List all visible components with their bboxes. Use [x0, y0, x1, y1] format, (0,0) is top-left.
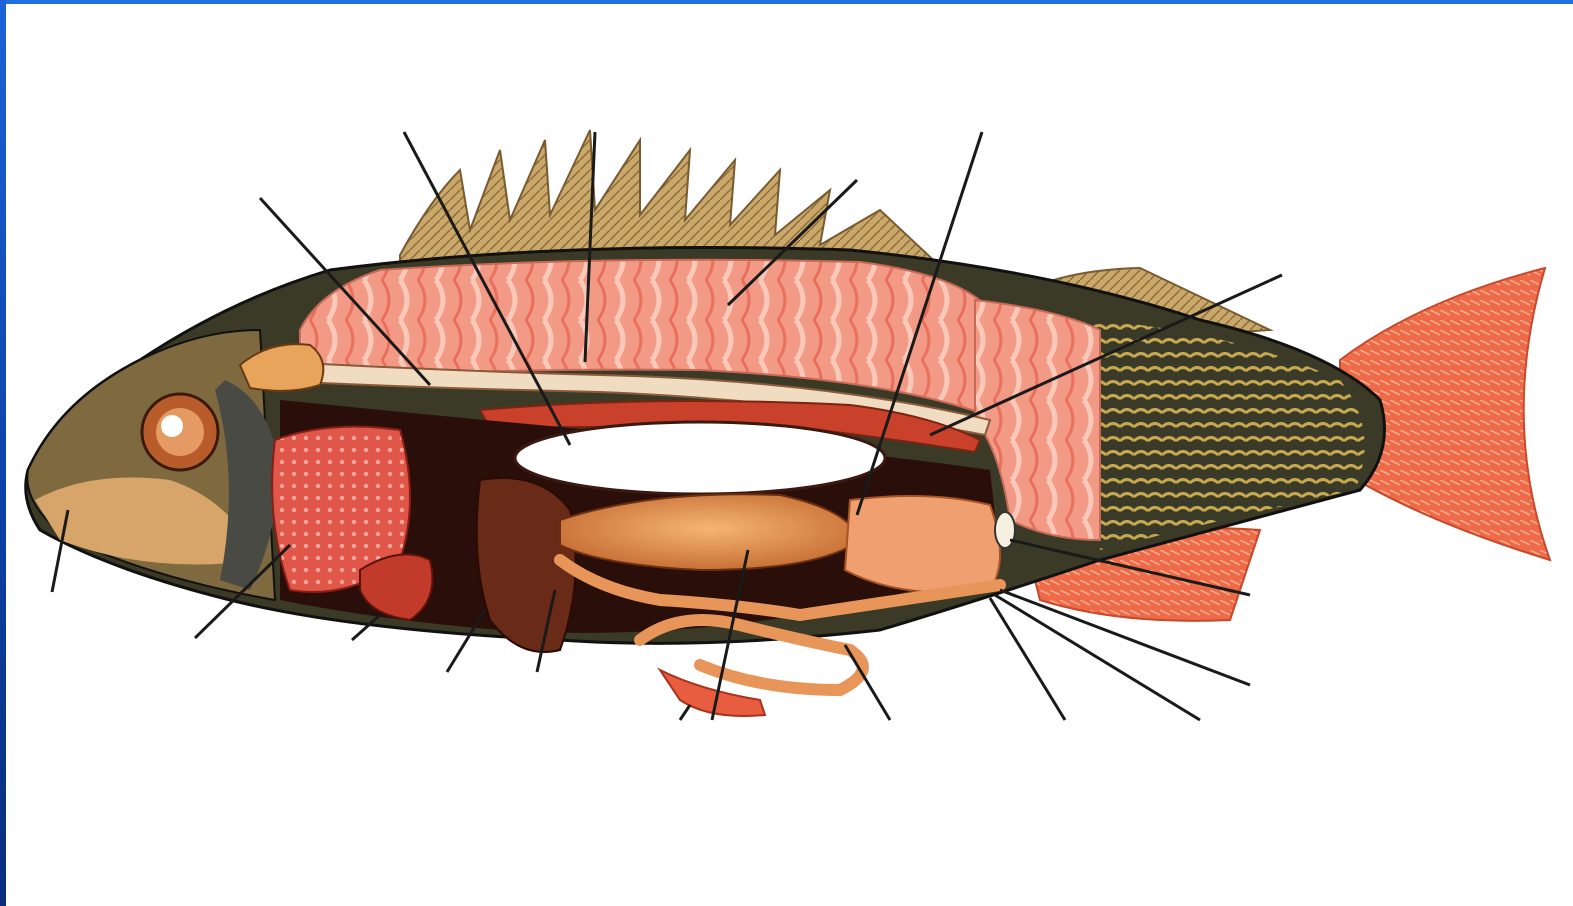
leader-line-13 — [680, 705, 690, 720]
urinary-bladder — [995, 512, 1015, 548]
scaled-skin — [1090, 320, 1365, 550]
eye — [142, 394, 218, 470]
swim-bladder — [515, 422, 885, 494]
gonad — [845, 496, 1000, 593]
